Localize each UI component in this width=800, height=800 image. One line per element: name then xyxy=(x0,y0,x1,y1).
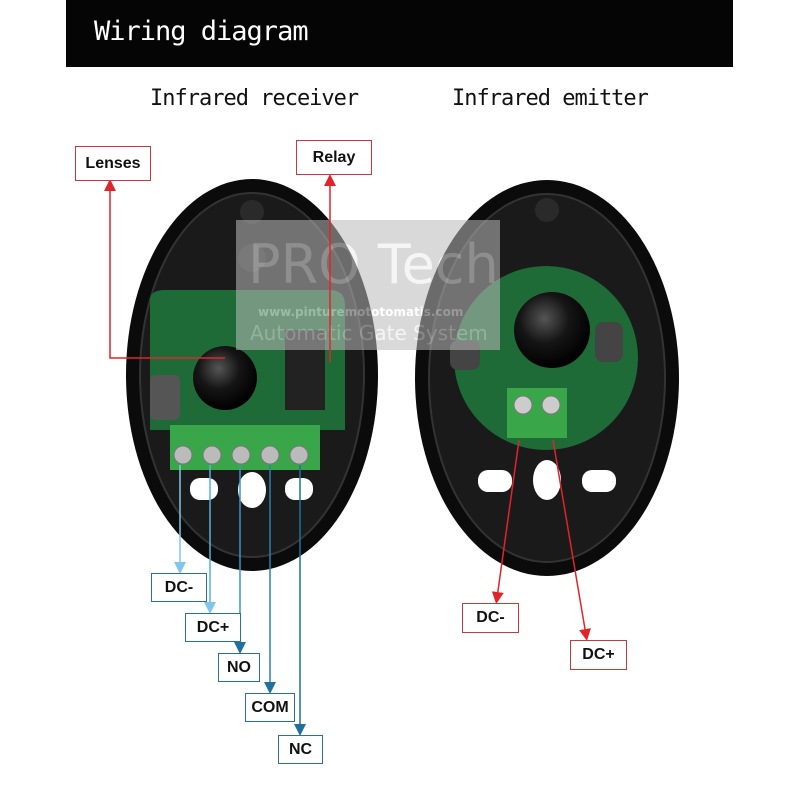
lens xyxy=(514,292,590,368)
lens xyxy=(193,346,257,410)
callout-lines xyxy=(104,174,591,641)
svg-text:www.pinturemototomatis.com: www.pinturemototomatis.com xyxy=(258,305,463,319)
receiver-title: Infrared receiver xyxy=(150,86,359,111)
svg-text:Automatic Gate System: Automatic Gate System xyxy=(250,321,488,345)
receiver-terminal-com: COM xyxy=(245,693,295,722)
callout-relay: Relay xyxy=(296,140,372,175)
wire-lines xyxy=(174,465,306,736)
receiver-terminal-no: NO xyxy=(218,653,260,682)
svg-text:PRO Tech: PRO Tech xyxy=(248,233,499,296)
terminal-block xyxy=(507,388,567,438)
receiver-terminal-dc-minus: DC- xyxy=(151,573,207,602)
receiver-terminal-dc-plus: DC+ xyxy=(185,613,241,642)
emitter-terminal-dc-plus: DC+ xyxy=(570,640,627,670)
header-bar: Wiring diagram xyxy=(66,0,733,67)
receiver-terminal-nc: NC xyxy=(278,735,323,764)
page-title: Wiring diagram xyxy=(94,16,309,47)
emitter-title: Infrared emitter xyxy=(452,86,649,111)
callout-lenses: Lenses xyxy=(75,146,151,181)
emitter-terminal-dc-minus: DC- xyxy=(462,603,519,633)
capacitor xyxy=(150,375,180,420)
watermark: PRO Tech www.pinturemototomatis.com Auto… xyxy=(236,220,500,350)
emitter-housing xyxy=(415,180,679,576)
